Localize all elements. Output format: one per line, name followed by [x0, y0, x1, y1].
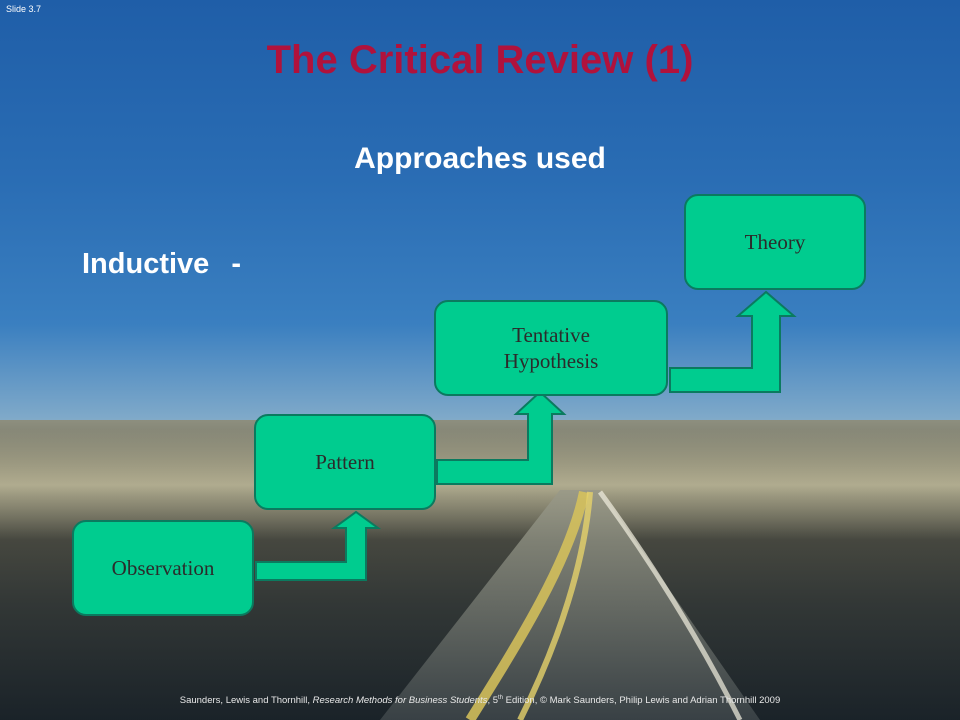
footer-book-title: Research Methods for Business Students: [312, 695, 488, 706]
slide-subtitle: Approaches used: [354, 142, 606, 175]
pattern-box: Pattern: [254, 414, 436, 510]
citation-footer: Saunders, Lewis and Thornhill, Research …: [0, 695, 960, 706]
pattern-label: Pattern: [315, 449, 375, 474]
arrow-hypothesis-to-theory: [669, 290, 797, 393]
approach-dash: -: [231, 248, 242, 280]
hypothesis-label-line1: Tentative: [512, 322, 590, 347]
observation-label: Observation: [111, 555, 215, 580]
theory-box: Theory: [684, 194, 866, 290]
footer-authors: Saunders, Lewis and Thornhill,: [179, 695, 313, 706]
hypothesis-box: Tentative Hypothesis: [434, 300, 668, 396]
theory-label: Theory: [744, 229, 806, 254]
arrow-observation-to-pattern: [255, 510, 382, 581]
arrow-pattern-to-hypothesis: [436, 390, 567, 485]
footer-edition-pre: , 5: [487, 695, 499, 706]
hypothesis-label-line2: Hypothesis: [503, 349, 599, 373]
approach-heading: Inductive -: [82, 248, 241, 281]
slide-number: Slide 3.7: [6, 4, 42, 14]
footer-edition-post: Edition, © Mark Saunders, Philip Lewis a…: [503, 695, 781, 706]
approach-label: Inductive: [82, 248, 210, 280]
footer-edition-sup: th: [498, 694, 504, 701]
slide-title: The Critical Review (1): [266, 38, 694, 82]
observation-box: Observation: [72, 520, 254, 616]
